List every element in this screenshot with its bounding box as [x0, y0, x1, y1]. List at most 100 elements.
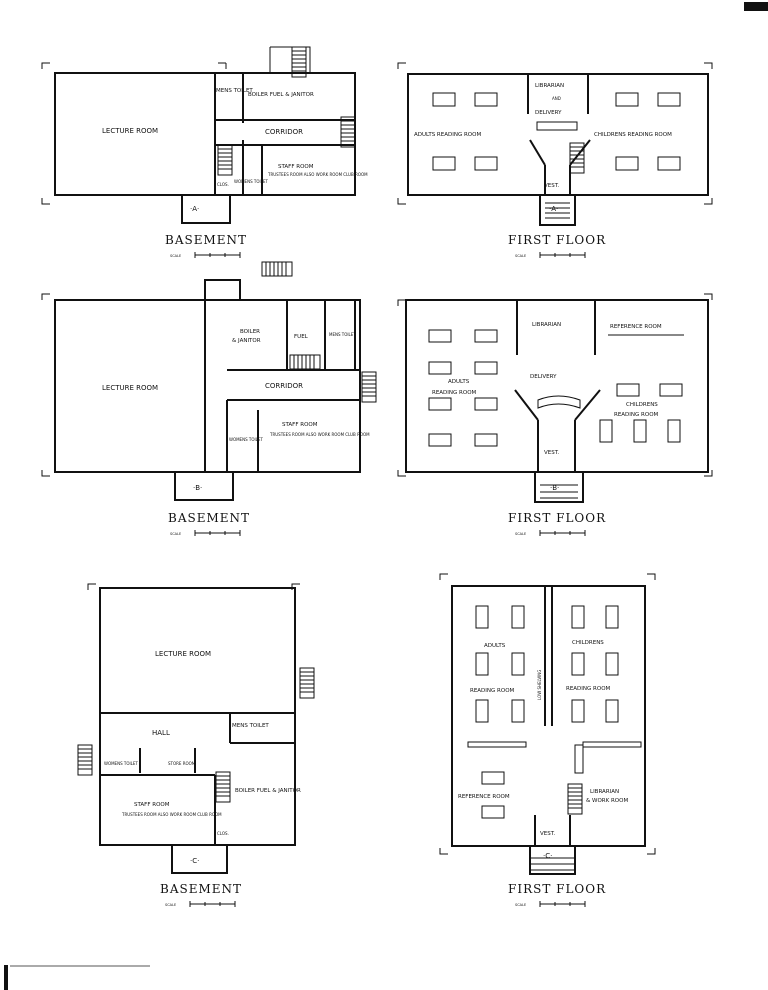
womens-toilet-label: WOMENS TOILET: [234, 179, 268, 184]
scale-label: SCALE: [515, 532, 526, 536]
scale-bar: [194, 529, 241, 537]
janitor-label: & JANITOR: [232, 338, 261, 344]
interior-walls: [514, 300, 601, 472]
plan-title: FIRST FLOOR: [508, 511, 606, 525]
vestibule-label: VEST.: [544, 450, 559, 456]
delivery-label: DELIVERY: [535, 110, 562, 116]
librarian-label: LIBRARIAN: [532, 322, 561, 328]
plan-b-first-floor: ·B· LIBRARIAN REFERENCE ROOM ADULTS READ…: [405, 299, 709, 537]
childrens-reading-room-label: CHILDRENS READING ROOM: [594, 132, 672, 138]
hall-label: HALL: [152, 729, 170, 737]
staff-room-note: TRUSTEES ROOM ALSO WORK ROOM CLUB ROOM: [121, 812, 222, 817]
side-stairs: [340, 116, 356, 148]
plan-b-basement: ·B· LECTURE ROOM BOILER & JANITOR FUEL M…: [54, 261, 377, 537]
childrens-label: CHILDRENS: [626, 402, 658, 408]
childrens-reading-room-label: READING ROOM: [566, 686, 611, 692]
scale-bar: [539, 529, 586, 537]
womens-toilet-label: WOMENS TOILET: [229, 437, 263, 442]
reference-room-label: REFERENCE ROOM: [610, 324, 662, 330]
interior-stairs: [289, 354, 321, 370]
interior-stairs: [215, 771, 231, 803]
service-walls: [204, 279, 361, 473]
staff-room-label: STAFF ROOM: [282, 422, 318, 428]
adults-reading-room-label: READING ROOM: [470, 688, 515, 694]
entry-steps: [545, 202, 570, 219]
plan-title: BASEMENT: [168, 511, 250, 525]
scale-label: SCALE: [170, 254, 181, 258]
lecture-room-label: LECTURE ROOM: [102, 384, 158, 392]
exterior-stairs: [261, 261, 293, 277]
staff-room-note: TRUSTEES ROOM ALSO WORK ROOM CLUB ROOM: [269, 432, 370, 437]
childrens-reading-room-label: READING ROOM: [614, 412, 659, 418]
scale-label: SCALE: [515, 903, 526, 907]
mens-toilet-label: MENS TOILET: [232, 723, 269, 729]
plan-c-basement: ·C· LECTURE ROOM HALL MENS TOILET WOMENS…: [77, 587, 315, 908]
plan-a-first-floor: ·A· LIBRARIAN AND DELIVERY ADULTS READIN…: [407, 73, 709, 259]
side-stairs: [361, 371, 377, 403]
and-label: AND: [552, 96, 561, 101]
plan-a-basement: ·A· LECTURE ROOM MENS TOILET BOILER FUEL…: [54, 46, 368, 259]
plan-marker: ·B·: [550, 484, 559, 492]
plan-marker: ·C·: [543, 852, 552, 860]
service-walls: [99, 712, 296, 846]
childrens-label: CHILDRENS: [572, 640, 604, 646]
corridor-label: CORRIDOR: [265, 382, 303, 390]
closet-label: CLOS.: [217, 182, 229, 187]
interior-stairs: [567, 783, 583, 815]
lecture-room-label: LECTURE ROOM: [102, 127, 158, 135]
vestibule-label: VEST.: [544, 183, 559, 189]
adults-label: ADULTS: [484, 643, 506, 649]
interior-walls: [527, 74, 591, 195]
adults-reading-room-label: ADULTS READING ROOM: [414, 132, 481, 138]
entry-porch: [534, 472, 584, 503]
staff-room-label: STAFF ROOM: [134, 802, 170, 808]
scale-label: SCALE: [515, 254, 526, 258]
entry-porch: [539, 195, 576, 226]
librarian-label: LIBRARIAN: [535, 83, 564, 89]
bookcase-group: [467, 605, 642, 819]
boiler-label: BOILER: [240, 329, 260, 335]
lecture-room-label: LECTURE ROOM: [155, 650, 211, 658]
page-edge-mark: [744, 2, 768, 11]
plan-title: BASEMENT: [160, 882, 242, 896]
librarian-label: LIBRARIAN: [590, 789, 619, 795]
plan-marker: ·B·: [193, 484, 202, 492]
scale-bar: [539, 900, 586, 908]
scale-bar: [189, 900, 236, 908]
interior-stairs: [217, 144, 233, 176]
fuel-label: FUEL: [294, 334, 309, 340]
reference-room-label: REFERENCE ROOM: [458, 794, 510, 800]
scale-bar: [194, 251, 241, 259]
adults-label: ADULTS: [448, 379, 470, 385]
plan-title: BASEMENT: [165, 233, 247, 247]
bookcase-group: [432, 92, 681, 171]
entry-steps: [540, 484, 578, 499]
outer-wall: [451, 585, 646, 847]
staff-room-note: TRUSTEES ROOM ALSO WORK ROOM CLUB ROOM: [267, 172, 368, 177]
stair-housing: [269, 46, 311, 73]
plan-title: FIRST FLOOR: [508, 233, 606, 247]
bookcase-group: [428, 329, 684, 447]
delivery-label: DELIVERY: [530, 374, 557, 380]
page-edge-mark: [4, 965, 8, 990]
corridor-label: CORRIDOR: [265, 128, 303, 136]
outer-wall: [407, 73, 709, 196]
side-stairs: [299, 667, 315, 699]
staff-room-label: STAFF ROOM: [278, 164, 314, 170]
plan-marker: ·C·: [190, 857, 199, 865]
entry-steps: [530, 857, 575, 871]
vestibule-label: VEST.: [540, 831, 555, 837]
entry-porch: [171, 845, 228, 874]
exterior-stairs: [77, 744, 93, 776]
closet-label: CLOS.: [217, 831, 229, 836]
plan-title: FIRST FLOOR: [508, 882, 606, 896]
scale-label: SCALE: [170, 532, 181, 536]
scale-bar: [539, 251, 586, 259]
low-shelving-label: LOW SHELVING: [537, 670, 542, 700]
adults-reading-room-label: READING ROOM: [432, 390, 477, 396]
corner-marks: [41, 62, 713, 855]
plan-marker: ·A·: [190, 205, 199, 213]
plan-marker: ·A·: [549, 205, 558, 213]
outer-wall: [405, 299, 709, 473]
mens-toilet-label: MENS TOILET: [216, 88, 253, 94]
